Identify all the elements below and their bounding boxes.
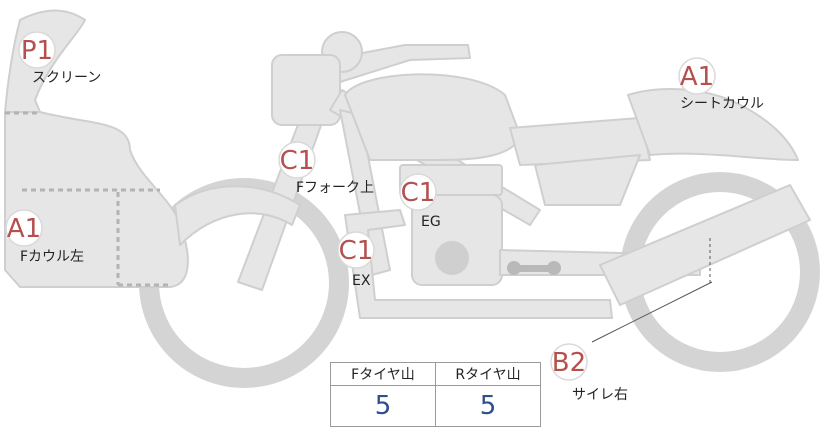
fuel-tank [344,73,521,161]
marker-grade: C1 [401,178,436,208]
marker-label: サイレ右 [572,387,628,403]
marker-grade: A1 [7,214,41,244]
chain-adjuster-end-right [547,261,561,275]
engine-cover [435,241,469,275]
tail-cowl [627,88,799,161]
front-tire-tread-value: 5 [330,385,436,427]
marker-bg [5,209,43,247]
marker-fcowl-left: A1 Fカウル左 [5,209,84,265]
chain-adjuster [510,265,558,272]
marker-label: スクリーン [32,70,101,86]
damage-area-outlines [5,111,168,287]
marker-screen: P1 スクリーン [18,31,101,86]
marker-bg [399,173,437,211]
marker-label: EX [352,273,371,289]
marker-label: Fフォーク上 [296,180,374,196]
marker-exhaust: C1 EX [337,231,375,289]
marker-grade: A1 [680,62,714,92]
marker-fork-upper: C1 Fフォーク上 [278,141,374,196]
chain-adjuster-end-left [507,261,521,275]
engine-case [411,194,503,286]
front-cowl [4,111,189,288]
exhaust-pipe [344,209,613,319]
marker-bg [337,231,375,269]
marker-engine: C1 EG [399,173,441,230]
seat [509,117,651,166]
marker-grade: B2 [552,348,586,378]
marker-bg [278,141,316,179]
rear-tire-tread-value: 5 [435,385,541,427]
rear-subframe [534,154,641,206]
marker-label: シートカウル [680,96,764,112]
marker-label: Fカウル左 [20,249,84,265]
front-fender [174,185,301,246]
motorcycle-illustration [4,9,820,388]
marker-muffler-right: B2 サイレ右 [550,343,628,403]
rear-tire-tread-header: Rタイヤ山 [435,362,541,386]
marker-grade: C1 [280,146,315,176]
marker-grade: C1 [339,236,374,266]
marker-bg [18,31,56,69]
tire-tread-table: Fタイヤ山 Rタイヤ山 5 5 [330,362,541,427]
marker-grade: P1 [21,36,53,66]
marker-bg [550,343,588,381]
marker-seat-cowl: A1 シートカウル [678,57,764,112]
headlight-cowl [271,54,341,126]
front-tire-tread-header: Fタイヤ山 [330,362,436,386]
muffler-leader-line [591,281,713,343]
marker-label: EG [421,214,441,230]
marker-bg [678,57,716,95]
muffler [599,184,811,306]
